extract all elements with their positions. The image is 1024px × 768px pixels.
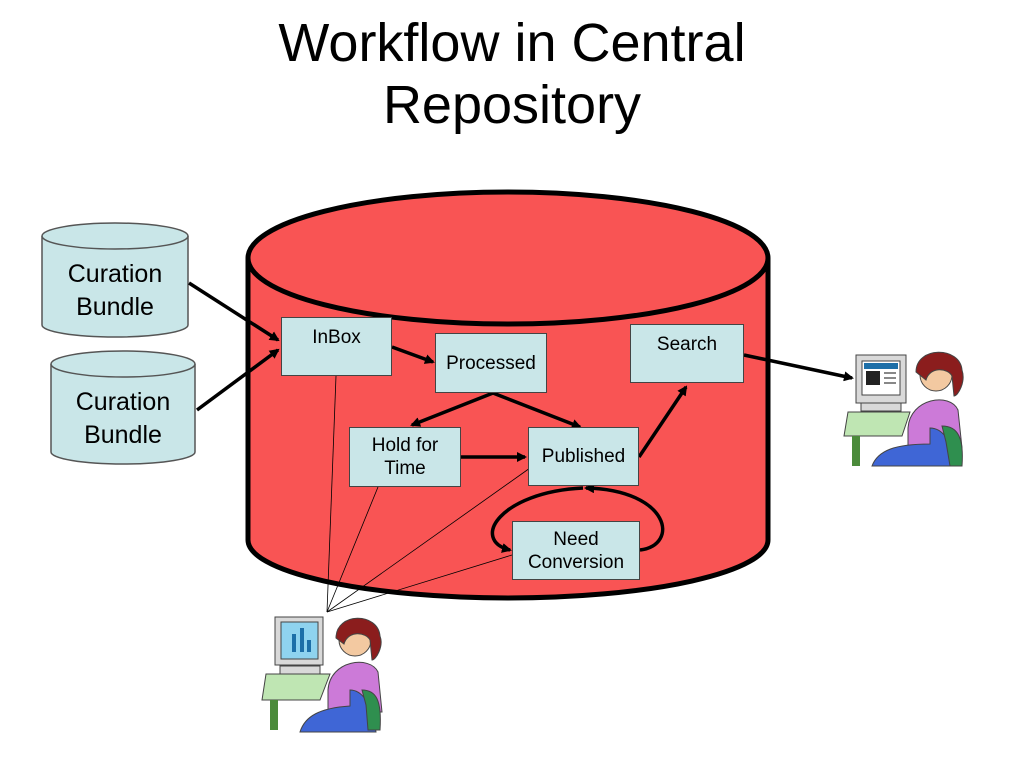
state-search: Search (630, 324, 744, 383)
user-at-computer-icon (843, 351, 964, 467)
arrow-conversion-to-published (584, 483, 665, 552)
curator-at-computer-icon (261, 616, 383, 733)
state-published-label: Published (541, 446, 626, 467)
state-conversion-line-1: Need (553, 528, 599, 550)
monitor-line-hold (326, 486, 379, 613)
state-processed: Processed (435, 333, 547, 393)
state-processed-label: Processed (446, 352, 536, 374)
state-inbox-label: InBox (312, 327, 361, 348)
bundle-1-line-1: Curation (67, 260, 163, 288)
state-hold-line-2: Time (384, 458, 426, 479)
arrow-published-to-conversion (490, 486, 584, 553)
state-hold-line-1: Hold for (371, 435, 439, 456)
curation-bundle-cylinder-2 (50, 350, 196, 465)
bundle-2-line-1: Curation (75, 388, 171, 416)
title-line-1: Workflow in Central (278, 13, 746, 73)
monitor-line-published (326, 467, 531, 613)
arrow-inbox-to-processed (391, 345, 435, 364)
bundle-2-line-2: Bundle (84, 421, 162, 449)
state-search-label: Search (656, 334, 718, 355)
state-hold-for-time: Hold for Time (349, 427, 461, 487)
arrow-search-to-user (743, 353, 854, 382)
state-published: Published (528, 427, 639, 486)
curation-bundle-label-2: Curation Bundle (51, 386, 195, 452)
arrow-processed-to-hold (410, 391, 494, 427)
title-line-2: Repository (382, 75, 642, 135)
bundle-1-line-2: Bundle (76, 293, 154, 321)
monitor-line-conversion (326, 554, 513, 613)
state-conversion-line-2: Conversion (527, 551, 625, 573)
repository-cylinder (245, 189, 771, 601)
monitor-line-inbox (326, 375, 337, 613)
state-inbox: InBox (281, 317, 392, 376)
slide-title: Workflow in Central Repository (112, 12, 912, 136)
state-need-conversion: Need Conversion (512, 521, 640, 580)
curation-bundle-cylinder-1 (41, 222, 189, 338)
curation-bundle-label-1: Curation Bundle (42, 258, 188, 324)
arrow-bundle2-to-inbox (195, 348, 280, 412)
arrow-processed-to-published (492, 391, 582, 429)
arrow-bundle1-to-inbox (188, 281, 280, 342)
arrow-published-to-search (637, 385, 688, 458)
